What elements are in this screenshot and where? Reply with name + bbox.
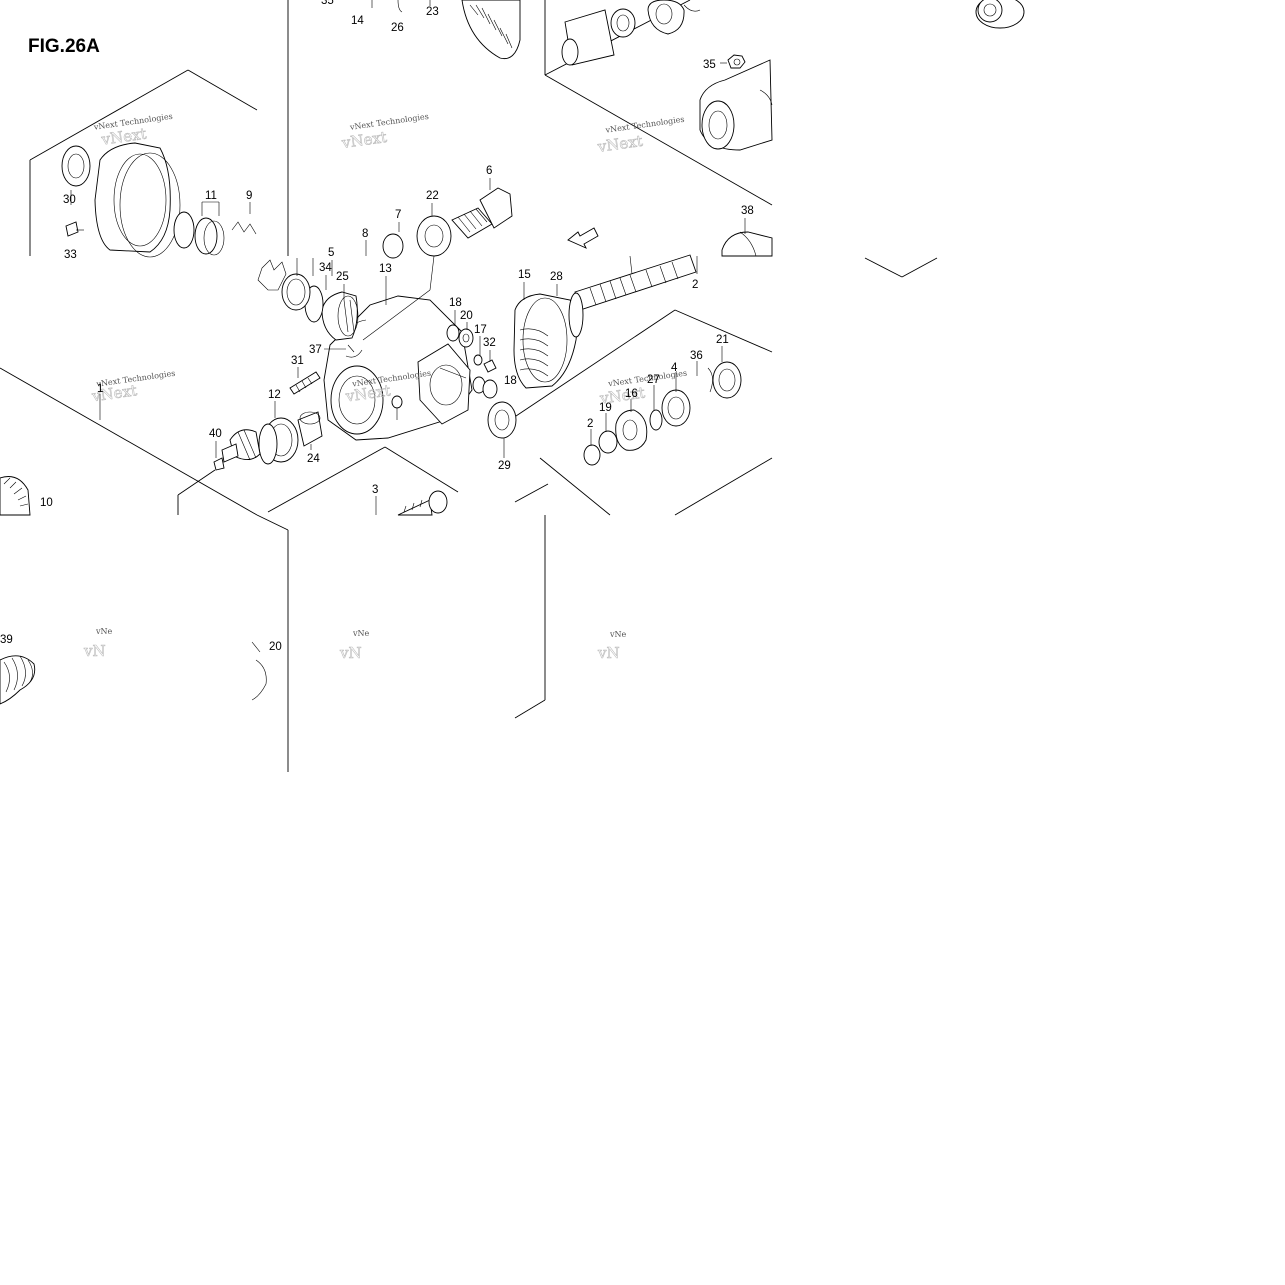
bearing-stack-right (583, 361, 742, 466)
watermark-text: vNe (95, 627, 113, 636)
callout-15: 15 (518, 269, 531, 281)
callout-18a: 18 (449, 297, 462, 309)
callout-22: 22 (426, 190, 439, 202)
svg-text:vN: vN (83, 642, 106, 660)
callout-5: 5 (328, 247, 334, 259)
housing-38 (721, 231, 773, 257)
callout-38: 38 (741, 205, 754, 217)
callout-33: 33 (64, 249, 77, 261)
differential-housing-13 (323, 295, 473, 441)
callout-13: 13 (379, 263, 392, 275)
watermark-text: vNe (352, 629, 370, 638)
callout-23: 23 (426, 6, 439, 18)
callout-40: 40 (209, 428, 222, 440)
bearing-25 (257, 259, 359, 341)
ring-gear-top (371, 0, 521, 60)
svg-text:vN: vN (339, 644, 362, 662)
parts-drawings: FWD (0, 0, 1025, 705)
watermark: vN vNe (339, 629, 370, 662)
watermark-text: vNext Technologies (348, 112, 429, 132)
callout-30: 30 (63, 194, 76, 206)
svg-text:vNext: vNext (596, 132, 644, 156)
callout-31: 31 (291, 355, 304, 367)
watermark-text: vNe (609, 630, 627, 639)
watermark-layer: vNext vNext Technologies vNext vNext Tec… (83, 112, 688, 663)
watermark: vNext vNext Technologies (595, 115, 685, 157)
bushing-far-right (975, 0, 1025, 29)
callout-26: 26 (391, 22, 404, 34)
fwd-arrow-icon: FWD (567, 227, 599, 249)
callout-12: 12 (268, 389, 281, 401)
callout-20a: 20 (460, 310, 473, 322)
callout-36: 36 (690, 350, 703, 362)
callout-3: 3 (372, 484, 378, 496)
callout-7: 7 (395, 209, 401, 221)
callout-27: 27 (647, 374, 660, 386)
callout-35b: 35 (703, 59, 716, 71)
callout-2a: 2 (692, 279, 698, 291)
callout-19: 19 (599, 402, 612, 414)
callout-39: 39 (0, 634, 13, 646)
callout-6: 6 (486, 165, 492, 177)
callout-28: 28 (550, 271, 563, 283)
callout-labels: 35 14 26 23 30 11 9 33 6 22 7 8 5 34 25 … (0, 0, 754, 653)
callout-20b: 20 (269, 641, 282, 653)
ring-12 (258, 411, 323, 465)
cover-15 (487, 292, 584, 439)
callout-29: 29 (498, 460, 511, 472)
spring-39 (0, 655, 36, 705)
nut-35 (720, 54, 746, 69)
callout-16: 16 (625, 388, 638, 400)
output-shaft (574, 254, 697, 311)
watermark: vN vNe (597, 630, 627, 662)
callout-32: 32 (483, 337, 496, 349)
stud-31 (289, 371, 321, 395)
callout-8: 8 (362, 228, 368, 240)
sleeve-group-top-right (561, 0, 701, 66)
callout-35a: 35 (321, 0, 334, 7)
figure-title: FIG.26A (28, 36, 100, 57)
callout-9: 9 (246, 190, 252, 202)
callout-37: 37 (309, 344, 322, 356)
svg-text:vN: vN (597, 644, 620, 662)
cover-plate-left (61, 142, 257, 258)
watermark: vNext vNext Technologies (340, 112, 430, 153)
callout-11: 11 (205, 190, 217, 202)
pinion-shaft-upper (365, 187, 513, 259)
callout-14: 14 (351, 15, 364, 27)
callout-17: 17 (474, 324, 487, 336)
callout-2b: 2 (587, 418, 593, 430)
callout-34: 34 (319, 262, 332, 274)
leader-lines (70, 178, 746, 515)
callout-1: 1 (97, 383, 103, 395)
axle-housing-top-right (699, 59, 773, 151)
callout-18b: 18 (504, 375, 517, 387)
svg-text:vNext: vNext (340, 128, 388, 152)
shaft-3 (397, 490, 448, 516)
seal-set (446, 324, 498, 399)
callout-25: 25 (336, 271, 349, 283)
ring-gear-10 (0, 476, 31, 516)
callout-21: 21 (716, 334, 729, 346)
callout-4: 4 (671, 362, 678, 374)
joint-40 (213, 429, 261, 471)
callout-24: 24 (307, 453, 320, 465)
watermark: vN vNe (83, 627, 113, 660)
clip-20-lower (251, 641, 267, 701)
callout-10: 10 (40, 497, 53, 509)
